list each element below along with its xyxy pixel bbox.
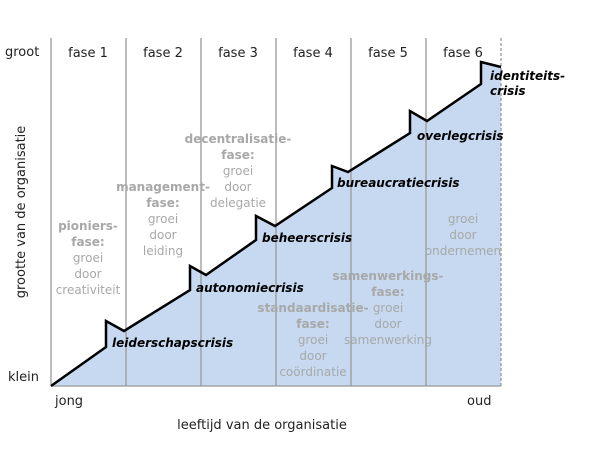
- svg-text:fase:: fase:: [146, 196, 179, 210]
- svg-text:door: door: [449, 228, 476, 242]
- y-axis-top-label: groot: [5, 45, 39, 60]
- crisis-label-2: autonomiecrisis: [196, 281, 304, 295]
- svg-text:groei: groei: [298, 333, 328, 347]
- phase-description-6: groei door ondernemen: [425, 212, 501, 258]
- svg-text:groei: groei: [448, 212, 478, 226]
- svg-text:door: door: [149, 228, 176, 242]
- svg-text:groei: groei: [73, 251, 103, 265]
- svg-text:creativiteit: creativiteit: [56, 283, 121, 297]
- phase-5-label: fase 5: [368, 46, 408, 61]
- svg-text:standaardisatie-: standaardisatie-: [257, 301, 368, 315]
- svg-text:coördinatie: coördinatie: [279, 365, 346, 379]
- svg-text:groei: groei: [223, 164, 253, 178]
- svg-text:door: door: [374, 317, 401, 331]
- y-axis-title: grootte van de organisatie: [14, 126, 29, 299]
- growth-area: [51, 62, 501, 386]
- svg-text:fase:: fase:: [221, 148, 254, 162]
- crisis-label-1: leiderschapscrisis: [112, 336, 233, 350]
- crisis-label-6a: identiteits-: [490, 69, 565, 83]
- svg-text:door: door: [224, 180, 251, 194]
- crisis-label-5: overlegcrisis: [417, 129, 504, 143]
- svg-text:fase:: fase:: [371, 285, 404, 299]
- svg-text:fase:: fase:: [71, 235, 104, 249]
- svg-text:ondernemen: ondernemen: [425, 244, 501, 258]
- phase-4-label: fase 4: [293, 46, 333, 61]
- crisis-label-3: beheerscrisis: [262, 231, 352, 245]
- growth-staircase-line: [50, 60, 502, 388]
- x-axis-left-label: jong: [54, 394, 83, 409]
- svg-text:samenwerkings-: samenwerkings-: [333, 269, 444, 283]
- svg-text:leiding: leiding: [143, 244, 183, 258]
- phase-description-3: decentralisatie- fase: groei door delega…: [185, 132, 292, 210]
- x-axis-right-label: oud: [467, 394, 491, 409]
- svg-text:door: door: [299, 349, 326, 363]
- svg-text:management-: management-: [116, 180, 210, 194]
- phase-description-5: samenwerkings- fase: groei door samenwer…: [333, 269, 444, 347]
- phase-description-1: pioniers- fase: groei door creativiteit: [56, 219, 121, 297]
- svg-text:groei: groei: [373, 301, 403, 315]
- crisis-labels: leiderschapscrisis autonomiecrisis behee…: [112, 69, 565, 350]
- phase-1-label: fase 1: [68, 46, 108, 61]
- phase-2-label: fase 2: [143, 46, 183, 61]
- phase-labels: fase 1 fase 2 fase 3 fase 4 fase 5 fase …: [68, 46, 483, 61]
- phase-description-2: management- fase: groei door leiding: [116, 180, 210, 258]
- svg-text:groei: groei: [148, 212, 178, 226]
- svg-text:decentralisatie-: decentralisatie-: [185, 132, 292, 146]
- y-axis-bottom-label: klein: [8, 370, 39, 385]
- svg-text:pioniers-: pioniers-: [58, 219, 118, 233]
- crisis-label-4: bureaucratiecrisis: [337, 176, 460, 190]
- phase-6-label: fase 6: [443, 46, 483, 61]
- x-axis-title: leeftijd van de organisatie: [177, 418, 347, 433]
- phase-dividers: [50, 38, 502, 387]
- phase-description-4: standaardisatie- fase: groei door coördi…: [257, 301, 368, 379]
- crisis-label-6b: crisis: [490, 84, 526, 98]
- svg-text:fase:: fase:: [296, 317, 329, 331]
- phase-3-label: fase 3: [218, 46, 258, 61]
- svg-text:delegatie: delegatie: [210, 196, 266, 210]
- svg-text:door: door: [74, 267, 101, 281]
- svg-text:samenwerking: samenwerking: [344, 333, 432, 347]
